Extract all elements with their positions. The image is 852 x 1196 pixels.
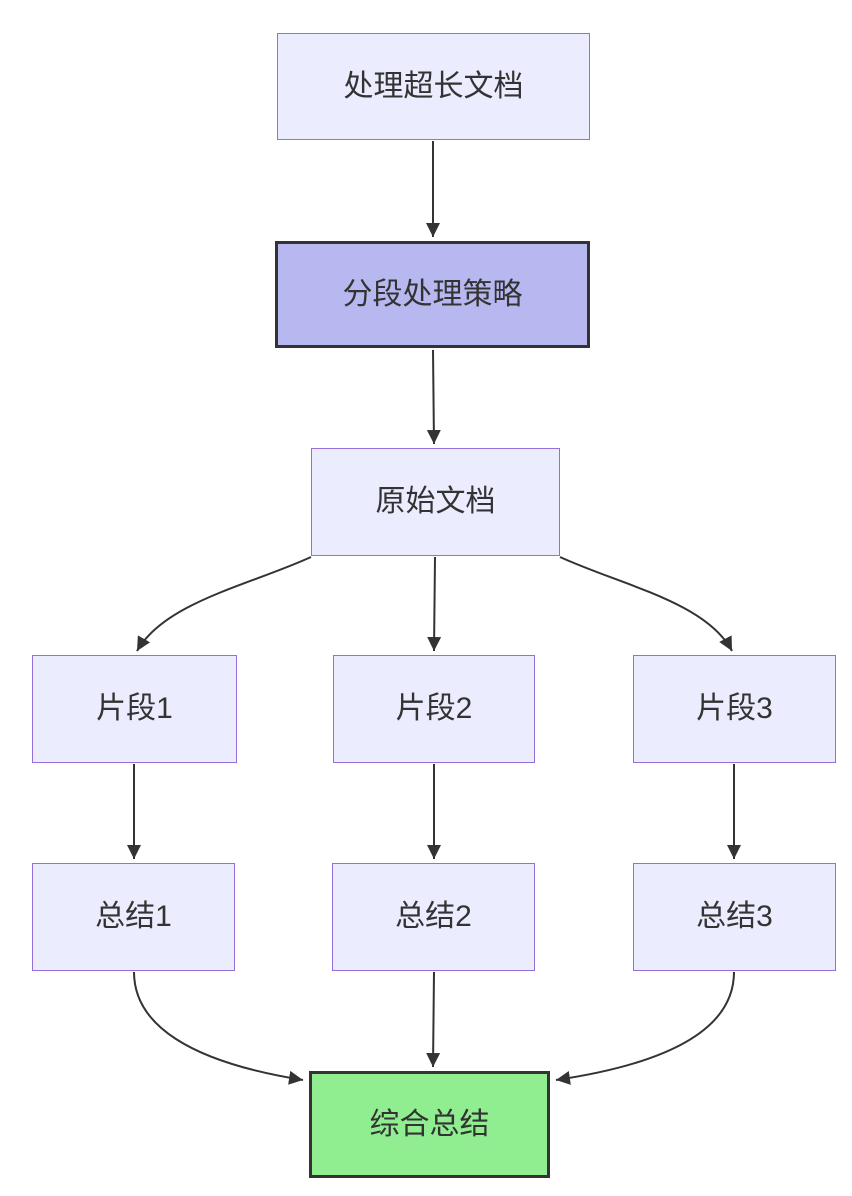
node-fragment-3: 片段3 xyxy=(633,655,836,763)
edge-B-C xyxy=(426,349,441,445)
node-label: 总结1 xyxy=(95,900,172,933)
node-label: 综合总结 xyxy=(369,1107,490,1141)
edge-C-E xyxy=(427,556,442,652)
edge-G-J xyxy=(133,971,304,1085)
node-process-long-document: 处理超长文档 xyxy=(277,33,590,140)
node-combined-summary: 综合总结 xyxy=(309,1071,550,1178)
node-fragment-1: 片段1 xyxy=(32,655,237,763)
node-label: 片段3 xyxy=(696,692,773,725)
edge-C-D xyxy=(136,556,312,652)
edge-I-J xyxy=(555,971,735,1085)
node-summary-1: 总结1 xyxy=(32,863,235,971)
node-original-document: 原始文档 xyxy=(311,448,560,556)
node-label: 处理超长文档 xyxy=(343,69,524,103)
node-label: 片段2 xyxy=(395,692,473,725)
node-segmentation-strategy: 分段处理策略 xyxy=(275,241,590,348)
node-label: 总结2 xyxy=(395,900,472,933)
node-summary-2: 总结2 xyxy=(332,863,535,971)
edge-C-F xyxy=(559,556,733,652)
edge-H-J xyxy=(426,971,441,1068)
node-summary-3: 总结3 xyxy=(633,863,836,971)
node-fragment-2: 片段2 xyxy=(333,655,535,763)
node-label: 总结3 xyxy=(696,900,773,933)
node-label: 原始文档 xyxy=(375,485,496,518)
node-label: 片段1 xyxy=(96,692,173,725)
node-label: 分段处理策略 xyxy=(342,277,523,311)
